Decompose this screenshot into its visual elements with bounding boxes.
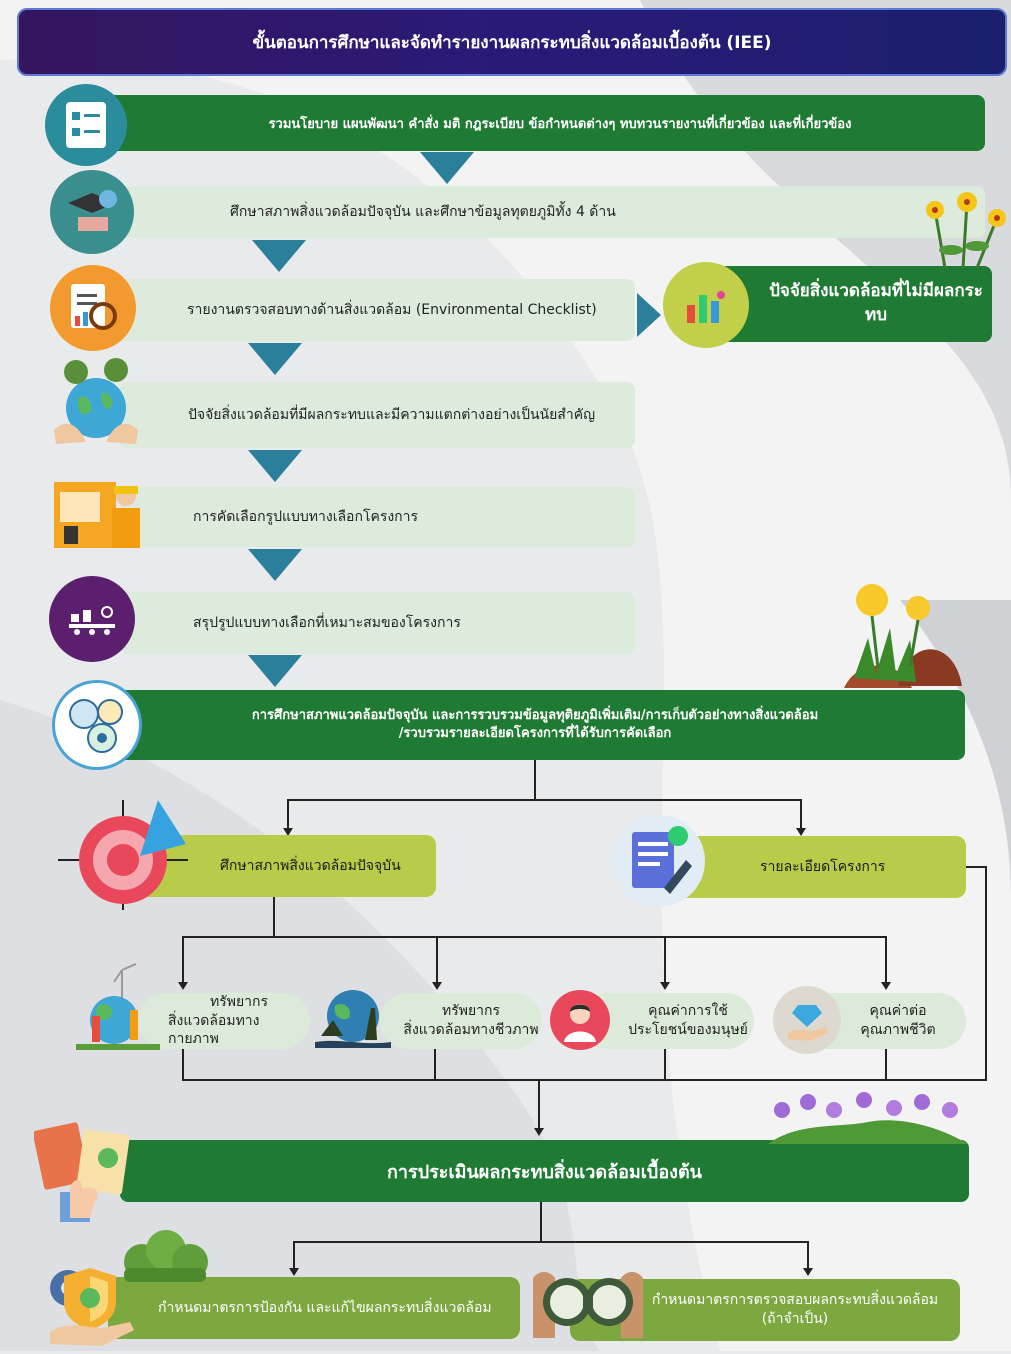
- connector-line: [182, 936, 887, 938]
- resource-biological-line1: ทรัพยากร: [441, 1003, 501, 1020]
- factory-conveyor-icon: [49, 576, 135, 662]
- checklist-icon: [45, 84, 127, 166]
- step-significant-impact-factors: ปัจจัยสิ่งแวดล้อมที่มีผลกระทบและมีความแต…: [120, 382, 635, 448]
- arrow-head-icon: [178, 982, 188, 990]
- arrow-head-icon: [660, 982, 670, 990]
- wind-turbine-people-icon: [74, 960, 160, 1058]
- arrow-head-icon: [534, 1128, 544, 1136]
- step-summary-suitable-alternative: สรุปรูปแบบทางเลือกที่เหมาะสมของโครงการ: [120, 592, 635, 654]
- person-avatar-icon: [550, 990, 610, 1050]
- monitoring-measures-line2: (ถ้าจำเป็น): [761, 1311, 829, 1327]
- step-environmental-checklist-label: รายงานตรวจสอบทางด้านสิ่งแวดล้อม (Environ…: [187, 302, 597, 318]
- prevention-mitigation-measures: กำหนดมาตรการป้องกัน และแก้ไขผลกระทบสิ่งแ…: [108, 1277, 520, 1339]
- flow-arrow-down-icon: [248, 450, 302, 482]
- flow-arrow-down-icon: [248, 343, 302, 375]
- document-pen-icon: [613, 815, 705, 907]
- globe-hands-icon: [46, 352, 146, 456]
- arrow-head-icon: [432, 982, 442, 990]
- connector-line: [966, 866, 986, 868]
- step-collect-secondary-data: การศึกษาสภาพแวดล้อมปัจจุบัน และการรวบรวม…: [105, 690, 965, 760]
- resource-human-use-value-line1: คุณค่าการใช้: [648, 1003, 728, 1020]
- arrow-head-icon: [803, 1268, 813, 1276]
- flow-arrow-down-icon: [248, 655, 302, 687]
- step-study-current-environment-label: ศึกษาสภาพสิ่งแวดล้อมปัจจุบัน และศึกษาข้อ…: [230, 204, 616, 220]
- shield-gear-hand-icon: [44, 1258, 140, 1354]
- resource-quality-of-life-line2: คุณภาพชีวิต: [860, 1022, 936, 1038]
- resource-biological: ทรัพยากร สิ่งแวดล้อมทางชีวภาพ: [380, 993, 542, 1049]
- bar-chart-icon: [663, 262, 749, 348]
- step-no-impact-factors-label: ปัจจัยสิ่งแวดล้อมที่ไม่มีผลกระทบ: [769, 281, 983, 325]
- connector-line: [293, 1241, 295, 1269]
- connector-line: [273, 897, 275, 937]
- connector-line: [885, 936, 887, 984]
- step-summary-suitable-alternative-label: สรุปรูปแบบทางเลือกที่เหมาะสมของโครงการ: [193, 615, 461, 631]
- connector-line: [182, 1049, 184, 1080]
- arrow-head-icon: [881, 982, 891, 990]
- page-title: ขั้นตอนการศึกษาและจัดทำรายงานผลกระทบสิ่ง…: [17, 8, 1007, 76]
- connector-line: [885, 1049, 887, 1080]
- step-significant-impact-factors-label: ปัจจัยสิ่งแวดล้อมที่มีผลกระทบและมีความแต…: [188, 407, 596, 423]
- connector-line: [540, 1202, 542, 1242]
- engineer-blueprint-icon: [50, 472, 146, 556]
- resource-human-use-value-line2: ประโยชน์ของมนุษย์: [628, 1022, 748, 1038]
- flow-arrow-down-icon: [248, 549, 302, 581]
- resource-physical-line1: ทรัพยากร: [209, 993, 269, 1010]
- monitoring-measures-line1: กำหนดมาตรการตรวจสอบผลกระทบสิ่งแวดล้อม: [651, 1292, 939, 1309]
- step-select-project-alternatives-label: การคัดเลือกรูปแบบทางเลือกโครงการ: [193, 509, 419, 525]
- step-environmental-checklist: รายงานตรวจสอบทางด้านสิ่งแวดล้อม (Environ…: [95, 279, 635, 341]
- step-collect-secondary-data-line2: /รวบรวมรายละเอียดโครงการที่ได้รับการคัดเ…: [398, 726, 672, 741]
- connector-line: [534, 760, 536, 800]
- step-select-project-alternatives: การคัดเลือกรูปแบบทางเลือกโครงการ: [120, 487, 635, 547]
- arrow-head-icon: [283, 828, 293, 836]
- resource-biological-line2: สิ่งแวดล้อมทางชีวภาพ: [403, 1022, 539, 1038]
- thumbs-up-documents-icon: [32, 1118, 144, 1232]
- step-study-current-environment: ศึกษาสภาพสิ่งแวดล้อมปัจจุบัน และศึกษาข้อ…: [95, 186, 985, 238]
- wildlife-globe-icon: [313, 984, 393, 1052]
- clipboard-magnifier-icon: [50, 265, 136, 351]
- connector-line: [287, 799, 802, 801]
- connector-line: [800, 799, 802, 829]
- initial-environmental-assessment: การประเมินผลกระทบสิ่งแวดล้อมเบื้องต้น: [120, 1140, 969, 1202]
- flow-arrow-down-icon: [252, 240, 306, 272]
- arrow-head-icon: [289, 1268, 299, 1276]
- connector-line: [807, 1241, 809, 1269]
- connector-line: [436, 936, 438, 984]
- initial-environmental-assessment-label: การประเมินผลกระทบสิ่งแวดล้อมเบื้องต้น: [387, 1161, 702, 1183]
- step-collect-policies: รวมนโยบาย แผนพัฒนา คำสั่ง มติ กฎระเบียบ …: [95, 95, 985, 151]
- connector-line: [434, 1049, 436, 1080]
- connector-line: [182, 936, 184, 984]
- resource-physical-line2: สิ่งแวดล้อมทางกายภาพ: [168, 1012, 260, 1048]
- branch-project-details-label: รายละเอียดโครงการ: [760, 859, 886, 875]
- graduation-books-icon: [50, 170, 134, 254]
- step-no-impact-factors: ปัจจัยสิ่งแวดล้อมที่ไม่มีผลกระทบ: [700, 266, 992, 342]
- flow-arrow-down-icon: [420, 152, 474, 184]
- connector-line: [664, 1049, 666, 1080]
- resource-physical: ทรัพยากร สิ่งแวดล้อมทางกายภาพ: [138, 993, 310, 1049]
- connector-line: [664, 936, 666, 984]
- flower-icon: [838, 578, 966, 700]
- research-bubbles-icon: [52, 680, 142, 770]
- binoculars-icon: [533, 1268, 643, 1346]
- connector-line: [538, 1079, 540, 1129]
- bush-icon: [120, 1228, 210, 1286]
- connector-line: [293, 1241, 809, 1243]
- resource-quality-of-life-line1: คุณค่าต่อ: [869, 1003, 927, 1020]
- branch-study-current-environment: ศึกษาสภาพสิ่งแวดล้อมปัจจุบัน: [140, 835, 436, 897]
- connector-line: [182, 1079, 987, 1081]
- target-icon: [58, 800, 188, 914]
- step-collect-secondary-data-line1: การศึกษาสภาพแวดล้อมปัจจุบัน และการรวบรวม…: [251, 708, 819, 724]
- step-collect-policies-label: รวมนโยบาย แผนพัฒนา คำสั่ง มติ กฎระเบียบ …: [268, 116, 852, 132]
- hand-diamond-icon: [773, 986, 841, 1054]
- branch-study-current-environment-label: ศึกษาสภาพสิ่งแวดล้อมปัจจุบัน: [220, 858, 401, 874]
- connector-line: [985, 866, 987, 1080]
- flower-icon: [915, 190, 1011, 274]
- connector-line: [287, 799, 289, 829]
- arrow-head-icon: [796, 828, 806, 836]
- flower-icon: [768, 1092, 968, 1148]
- prevention-mitigation-measures-label: กำหนดมาตรการป้องกัน และแก้ไขผลกระทบสิ่งแ…: [158, 1300, 492, 1316]
- flow-arrow-right-icon: [637, 293, 661, 337]
